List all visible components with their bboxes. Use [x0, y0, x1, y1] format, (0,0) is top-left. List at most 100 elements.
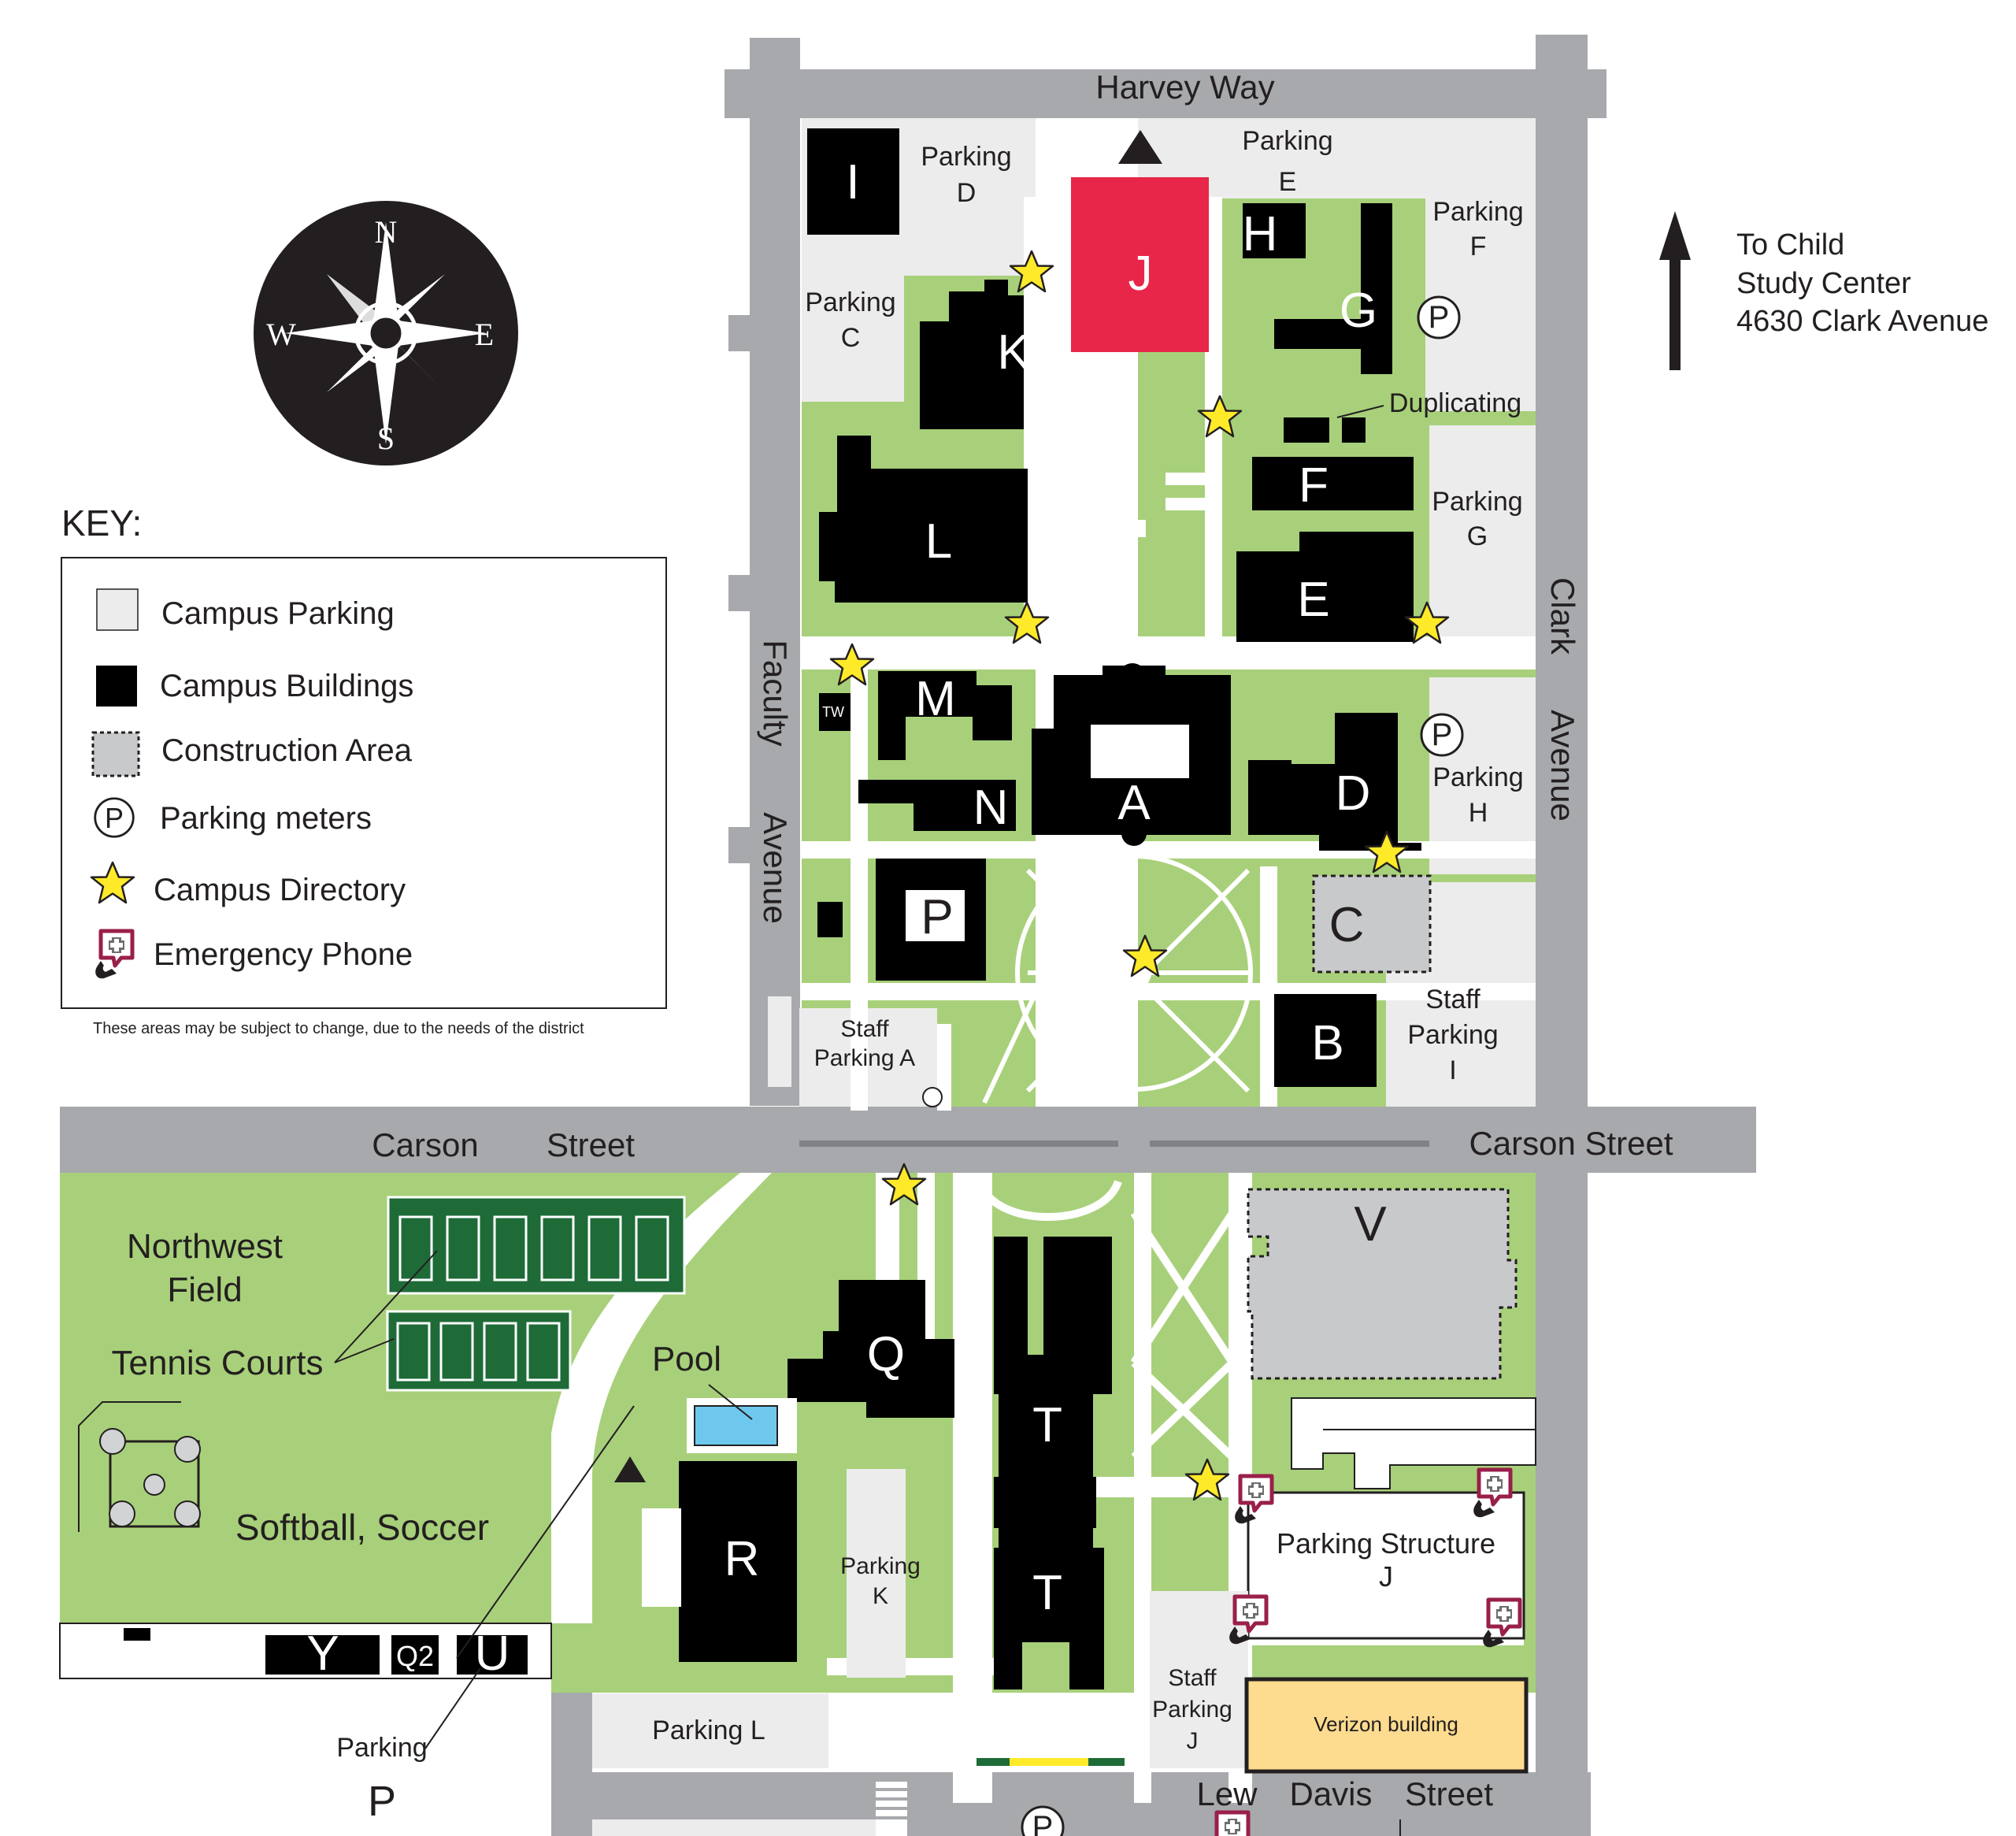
- staff-parking-a-label-1: Staff: [840, 1016, 889, 1042]
- building-i[interactable]: [807, 128, 899, 235]
- label-g: G: [1340, 284, 1377, 338]
- parking-lot-l[interactable]: [592, 1693, 828, 1768]
- leader-line: [456, 1405, 635, 1659]
- label-f: F: [1299, 458, 1329, 513]
- parking-lot-g[interactable]: [1429, 425, 1536, 642]
- staff-parking-j-label-2: Parking: [1152, 1697, 1232, 1723]
- label-i: I: [846, 155, 859, 210]
- duplicating-bldg: [1284, 417, 1329, 443]
- label-q2: Q2: [396, 1640, 434, 1672]
- label-t-south: T: [1032, 1566, 1062, 1620]
- small-building: [124, 1628, 150, 1641]
- place-labels: Duplicating Northwest Field Tennis Court…: [111, 388, 1521, 1736]
- building-y[interactable]: [265, 1635, 380, 1675]
- parking-c-label-1: Parking: [805, 287, 895, 317]
- building-k[interactable]: [920, 280, 1024, 429]
- meter-glyph: P: [1032, 1810, 1054, 1836]
- parking-e-label-1: Parking: [1242, 126, 1332, 156]
- construction-c[interactable]: [1312, 874, 1432, 974]
- parking-lot-d[interactable]: [904, 118, 1024, 276]
- road-notch: [728, 315, 752, 351]
- building-m[interactable]: [878, 671, 1012, 760]
- key-label-directory: Campus Directory: [154, 873, 406, 907]
- walk: [1059, 605, 1088, 640]
- building-labels: I K J H G F E L M N A D P C B TW Q R T T…: [306, 155, 1387, 1681]
- faculty-label-2: Avenue: [757, 812, 794, 924]
- clark-label-2: Avenue: [1544, 710, 1581, 822]
- outlined-building[interactable]: [1291, 1397, 1536, 1489]
- parking-f-label-2: F: [1470, 232, 1487, 261]
- leader-line: [708, 1384, 753, 1420]
- label-m: M: [915, 672, 956, 726]
- building-q2[interactable]: [391, 1635, 439, 1675]
- label-e: E: [1297, 573, 1329, 627]
- meter-glyph: P: [1429, 300, 1450, 335]
- label-k: K: [997, 325, 1029, 380]
- construction-v-part: [1292, 1248, 1362, 1280]
- building-g[interactable]: [1274, 203, 1392, 374]
- tennis-pointer: [334, 1250, 438, 1363]
- label-c: C: [1329, 898, 1365, 952]
- verizon-building[interactable]: [1244, 1677, 1529, 1774]
- emergency-phone-icon[interactable]: [1211, 1812, 1248, 1836]
- building-t-south[interactable]: [994, 1548, 1104, 1689]
- walk: [1166, 473, 1213, 485]
- label-n: N: [973, 781, 1009, 835]
- staff-parking-i-label-1: Staff: [1425, 985, 1480, 1014]
- label-u: U: [475, 1626, 510, 1681]
- parking-structure-label-2: J: [1379, 1560, 1393, 1593]
- harvey-way-label: Harvey Way: [1095, 69, 1274, 106]
- harvey-way-road: [724, 69, 1606, 118]
- parking-h-label-2: H: [1469, 798, 1488, 828]
- construction-v[interactable]: [1247, 1188, 1518, 1380]
- parking-strip: [768, 996, 791, 1087]
- parking-p-label-2: P: [368, 1778, 396, 1825]
- building-t-link: [999, 1512, 1093, 1560]
- staff-parking-i-label-2: Parking: [1407, 1020, 1498, 1050]
- tennis-courts-label: Tennis Courts: [111, 1344, 323, 1382]
- building-n[interactable]: [858, 780, 1016, 831]
- carson-street-road: [60, 1107, 1756, 1173]
- building-r[interactable]: [679, 1461, 797, 1662]
- northwest-field-label-1: Northwest: [127, 1227, 283, 1266]
- key-label-meter: Parking meters: [160, 801, 372, 836]
- building-t-north[interactable]: [994, 1237, 1112, 1528]
- building-f[interactable]: [1252, 457, 1414, 510]
- building-d[interactable]: [1248, 713, 1421, 851]
- median: [799, 1141, 1118, 1147]
- walk: [1036, 520, 1146, 537]
- building-h[interactable]: [1243, 203, 1306, 258]
- parking-l-label: Parking L: [652, 1715, 765, 1745]
- label-j: J: [1128, 247, 1153, 301]
- label-b: B: [1311, 1016, 1343, 1070]
- building-a-dome: [1118, 663, 1147, 692]
- parking-k-label-1: Parking: [840, 1553, 921, 1579]
- label-r: R: [724, 1532, 760, 1586]
- tennis-courts-upper: [387, 1196, 686, 1295]
- building-b[interactable]: [1274, 994, 1377, 1087]
- north-triangle-marker: [614, 1456, 646, 1482]
- building-l[interactable]: [819, 436, 1028, 603]
- building-e[interactable]: [1236, 532, 1414, 642]
- duplicating-bldg: [1342, 417, 1366, 443]
- staff-parking-j[interactable]: [1150, 1591, 1248, 1768]
- parking-d-label-2: D: [957, 178, 976, 208]
- parking-lot-k[interactable]: [847, 1469, 906, 1678]
- staff-parking-a[interactable]: [799, 1008, 937, 1107]
- staff-parking-j-label-1: Staff: [1168, 1665, 1217, 1691]
- parking-k-label-2: K: [873, 1583, 888, 1609]
- street-label: Street: [1405, 1775, 1493, 1812]
- parking-e-label-2: E: [1279, 167, 1297, 197]
- building-q[interactable]: [788, 1280, 954, 1418]
- softball-field: [78, 1401, 201, 1532]
- compass-w: W: [266, 317, 296, 352]
- pool[interactable]: [694, 1405, 778, 1446]
- building-tw[interactable]: [819, 693, 850, 731]
- davis-label: Davis: [1289, 1775, 1372, 1812]
- map-key: KEY: Campus Parking Campus Buildings Con…: [61, 503, 667, 1037]
- compass-s: S: [377, 421, 395, 456]
- staff-parking-i-label-3: I: [1449, 1055, 1456, 1085]
- walk-node: [922, 1087, 943, 1107]
- north-triangle-marker: [1118, 130, 1162, 164]
- label-p: P: [921, 890, 953, 944]
